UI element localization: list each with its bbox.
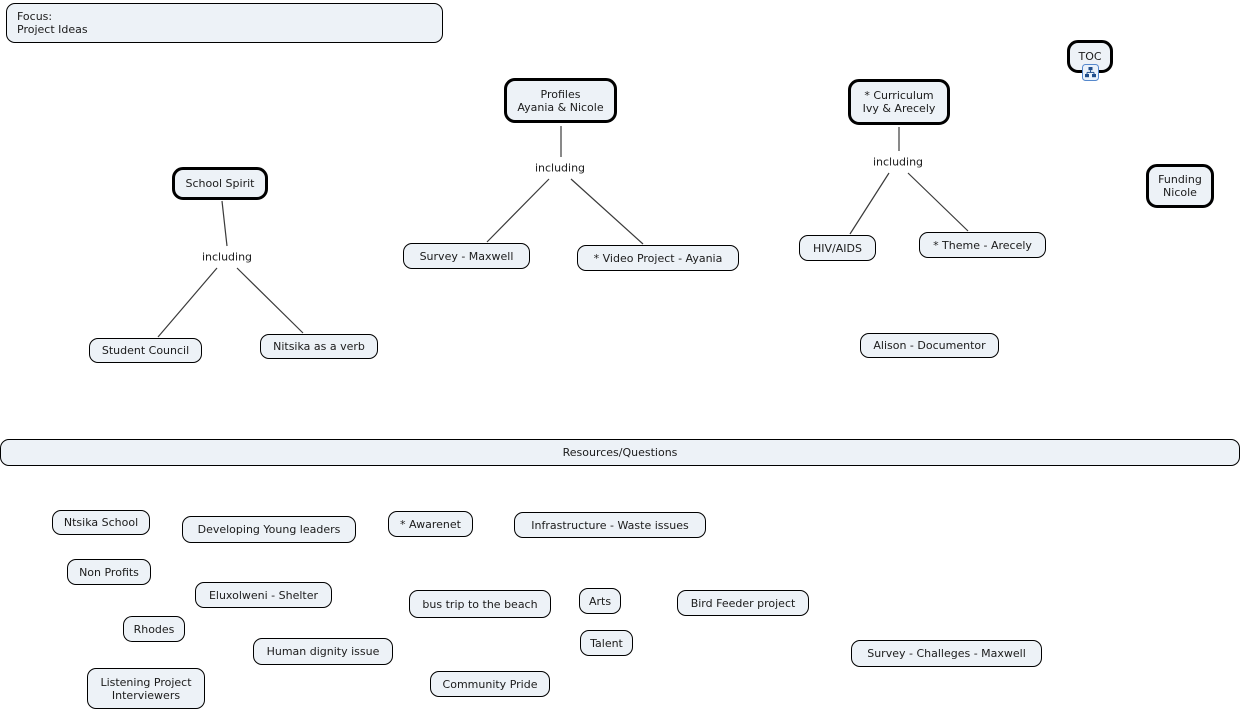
curriculum-label-line1: * Curriculum (864, 89, 934, 102)
developing-leaders-label: Developing Young leaders (197, 523, 341, 536)
node-developing-leaders[interactable]: Developing Young leaders (182, 516, 356, 543)
community-pride-label: Community Pride (442, 677, 538, 691)
node-nitsika-verb[interactable]: Nitsika as a verb (260, 334, 378, 359)
linking-phrase-including[interactable]: including (532, 161, 588, 175)
node-theme-arecely[interactable]: * Theme - Arecely (919, 232, 1046, 258)
node-focus[interactable]: Focus: Project Ideas (6, 3, 443, 43)
profiles-label-line2: Ayania & Nicole (517, 100, 604, 114)
node-video-project[interactable]: * Video Project - Ayania (577, 245, 739, 271)
profiles-label-line1: Profiles (540, 87, 581, 101)
node-funding[interactable]: Funding Nicole (1146, 164, 1214, 208)
node-community-pride[interactable]: Community Pride (430, 671, 550, 697)
node-profiles[interactable]: Profiles Ayania & Nicole (504, 78, 617, 123)
node-ntsika-school[interactable]: Ntsika School (52, 510, 150, 535)
awarenet-label: * Awarenet (400, 517, 461, 531)
linking-phrase-including[interactable]: including (870, 155, 926, 169)
node-hiv-aids[interactable]: HIV/AIDS (799, 235, 876, 261)
listening-project-label-line1: Listening Project (100, 675, 192, 689)
node-awarenet[interactable]: * Awarenet (388, 511, 473, 537)
bus-trip-label: bus trip to the beach (422, 597, 538, 611)
funding-label-line2: Nicole (1163, 186, 1197, 199)
listening-project-label-line2: Interviewers (111, 688, 181, 702)
node-bus-trip[interactable]: bus trip to the beach (409, 590, 551, 618)
node-infrastructure[interactable]: Infrastructure - Waste issues (514, 512, 706, 538)
node-survey-maxwell[interactable]: Survey - Maxwell (403, 243, 530, 269)
node-rhodes[interactable]: Rhodes (123, 616, 185, 642)
alison-documentor-label: Alison - Documentor (873, 339, 986, 352)
linking-phrase-including[interactable]: including (199, 250, 255, 264)
survey-maxwell-label: Survey - Maxwell (419, 249, 514, 263)
infrastructure-label: Infrastructure - Waste issues (531, 518, 689, 532)
node-non-profits[interactable]: Non Profits (67, 559, 151, 585)
curriculum-label-line2: Ivy & Arecely (862, 102, 936, 115)
node-human-dignity[interactable]: Human dignity issue (253, 638, 393, 665)
talent-label: Talent (590, 636, 623, 650)
school-spirit-label: School Spirit (185, 177, 255, 190)
ntsika-school-label: Ntsika School (63, 516, 139, 529)
node-listening-project[interactable]: Listening Project Interviewers (87, 668, 205, 709)
rhodes-label: Rhodes (133, 622, 175, 636)
toc-resource-group[interactable] (1082, 64, 1099, 81)
node-eluxolweni[interactable]: Eluxolweni - Shelter (195, 582, 332, 608)
nitsika-verb-label: Nitsika as a verb (273, 340, 365, 353)
non-profits-label: Non Profits (79, 565, 139, 579)
arts-label: Arts (588, 594, 612, 608)
focus-label-line2: Project Ideas (17, 23, 88, 36)
survey-challeges-label: Survey - Challeges - Maxwell (867, 647, 1026, 660)
node-alison-documentor[interactable]: Alison - Documentor (860, 333, 999, 358)
org-chart-icon (1082, 64, 1099, 81)
node-student-council[interactable]: Student Council (89, 338, 202, 363)
node-bird-feeder[interactable]: Bird Feeder project (677, 590, 809, 616)
hiv-aids-label: HIV/AIDS (813, 241, 862, 255)
node-curriculum[interactable]: * Curriculum Ivy & Arecely (848, 79, 950, 125)
focus-label-line1: Focus: (17, 10, 53, 23)
human-dignity-label: Human dignity issue (266, 645, 380, 658)
video-project-label: * Video Project - Ayania (593, 251, 723, 265)
student-council-label: Student Council (101, 344, 190, 357)
theme-arecely-label: * Theme - Arecely (933, 238, 1032, 252)
funding-label-line1: Funding (1158, 173, 1202, 186)
node-resources-questions[interactable]: Resources/Questions (0, 439, 1240, 466)
node-survey-challeges[interactable]: Survey - Challeges - Maxwell (851, 640, 1042, 667)
bird-feeder-label: Bird Feeder project (690, 596, 796, 610)
node-talent[interactable]: Talent (580, 630, 633, 656)
node-school-spirit[interactable]: School Spirit (172, 167, 268, 200)
node-arts[interactable]: Arts (579, 588, 621, 614)
resources-questions-label: Resources/Questions (562, 446, 678, 459)
toc-label: TOC (1078, 50, 1102, 63)
eluxolweni-label: Eluxolweni - Shelter (208, 588, 319, 602)
